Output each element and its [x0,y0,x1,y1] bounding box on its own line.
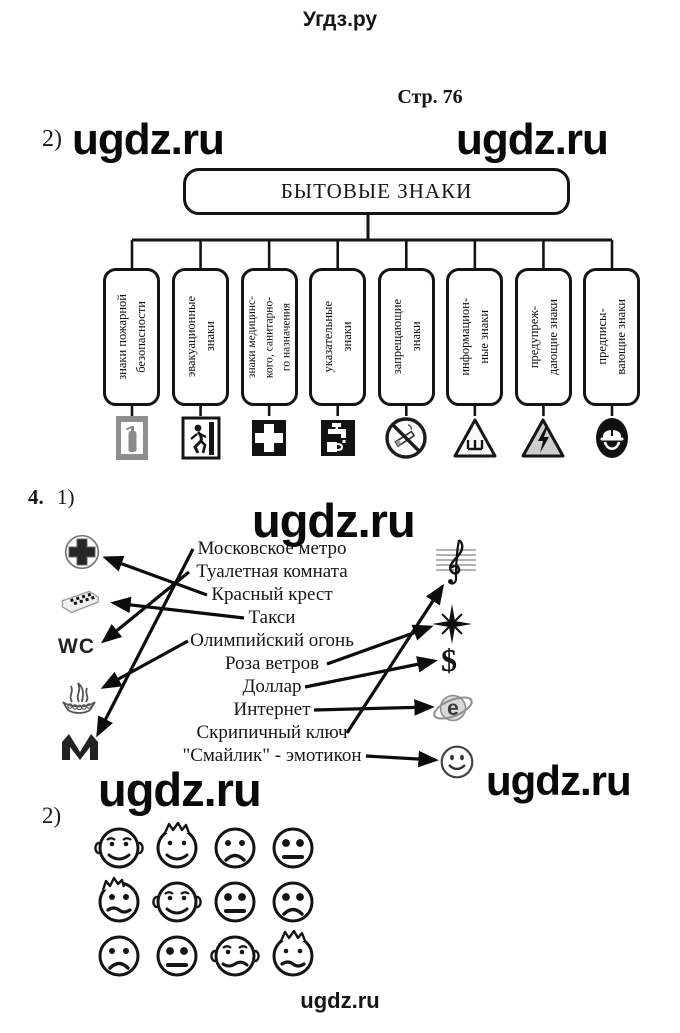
drinking-water-sign-icon [320,420,355,456]
metro-m-icon [62,734,98,760]
match-arrow-taxi-checker [110,596,245,620]
sign-icon-row [109,415,635,461]
task2-label: 2) [42,126,62,152]
matching-item-list: Московское метро Туалетная комната Красн… [92,537,452,767]
medical-cross-sign-icon [252,420,287,456]
internet-e-icon: e [433,694,473,722]
emoticon-face [156,935,198,977]
emoticon-face [98,876,140,923]
diagram-root-box: БЫТОВЫЕ ЗНАКИ [183,168,570,215]
emoticon-face [152,881,202,923]
watermark-bottom-left: ugdz.ru [98,763,262,816]
branch-box-prescriptive: предписы- вающие знаки [583,268,640,406]
match-item: Олимпийский огонь [190,630,354,651]
match-item: Красный крест [211,584,333,605]
no-smoking-sign-icon [385,417,427,459]
sh-triangle-sign-icon [453,418,497,458]
branch-box-warning: предупреж- дающие знаки [515,268,572,406]
match-arrow-smiley [365,750,439,768]
branch-box-indicative: указательные знаки [309,268,366,406]
match-arrow-compass-star [326,624,434,666]
page-number-heading: Стр. 76 [397,86,463,108]
compass-star-icon [432,604,472,644]
diagram-root-label: БЫТОВЫЕ ЗНАКИ [280,179,473,203]
fire-extinguisher-sign-icon [116,416,148,460]
site-title: Угдз.ру [302,8,378,31]
wc-icon: WC [58,635,95,658]
match-item: "Смайлик" - эмотикон [182,745,362,766]
match-arrow-treble-clef [345,583,445,734]
emoticon-face [214,827,256,869]
match-item: Роза ветров [224,653,320,674]
match-item: Скрипичный ключ [196,722,348,743]
watermark-middle: ugdz.ru [252,494,416,547]
smiley-icon [440,745,474,779]
match-arrow-metro-m [96,548,195,738]
taxi-checker-icon [61,590,99,614]
watermark-top-right: ugdz.ru [456,115,609,164]
emergency-exit-sign-icon [181,416,221,460]
emoticon-faces-grid [94,820,334,978]
emoticon-face [94,827,144,869]
emoticon-face [214,881,256,923]
emoticon-face [98,935,140,977]
branch-box-fire-safety: знаки пожарной безопасности [103,268,160,406]
treble-clef-icon [436,539,476,585]
branch-box-prohibiting: запрещающие знаки [378,268,435,406]
emoticon-face [272,929,314,977]
match-arrow-olympic-flame [100,639,189,689]
watermark-top-left: ugdz.ru [72,115,225,164]
match-item: Интернет [233,699,311,720]
matching-exercise: WC Московское метро Туалетная комната Кр… [0,530,680,786]
emoticon-face [272,881,314,923]
watermark-bottom-right: ugdz.ru [486,757,632,804]
task4-part1-label: 1) [57,485,75,509]
match-arrow-red-cross [102,555,208,597]
hard-hat-sign-icon [595,418,628,458]
task4-number: 4. [28,485,44,509]
dollar-icon: $ [441,642,457,678]
match-item: Туалетная комната [196,561,348,582]
branch-box-evacuation: эвакуационные знаки [172,268,229,406]
task4-part2-label: 2) [42,803,62,828]
match-item: Такси [248,607,296,628]
high-voltage-sign-icon [521,418,565,458]
svg-text:e: e [447,697,459,720]
matching-arrows [96,548,445,768]
emoticon-face [156,821,198,869]
footer-watermark: ugdz.ru [300,988,380,1013]
olympic-flame-icon [62,682,96,714]
match-arrow-dollar [304,656,438,689]
match-item: Московское метро [197,538,347,559]
branch-box-information: информацион- ные знаки [446,268,503,406]
emoticon-face [272,827,314,869]
tree-connector-lines [130,214,614,416]
match-item: Доллар [242,676,302,697]
red-cross-icon [64,534,100,570]
emoticon-face [210,935,260,977]
match-arrow-internet-e [313,699,435,716]
branch-box-medical: знаки медицинс- кого, санитарно- го назн… [241,268,298,406]
